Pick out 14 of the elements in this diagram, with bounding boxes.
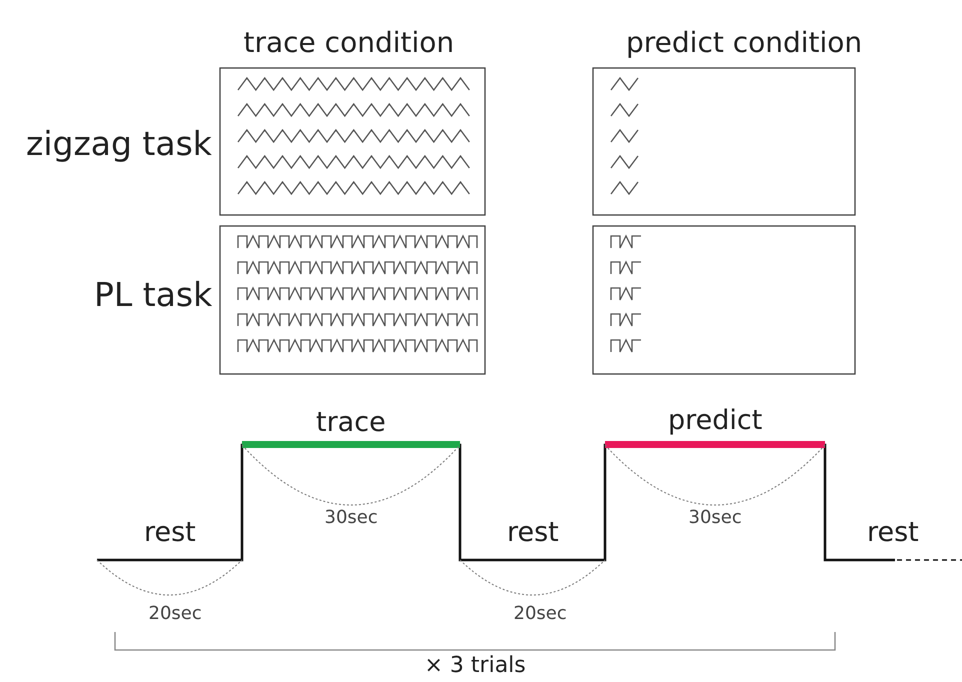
phase-label: predict bbox=[668, 406, 762, 436]
phase-label: rest bbox=[144, 518, 196, 548]
duration-label: 30sec bbox=[324, 508, 378, 528]
phase-label: trace bbox=[316, 408, 386, 438]
duration-label: 20sec bbox=[514, 604, 567, 624]
phase-label: rest bbox=[867, 518, 919, 548]
phase-label: rest bbox=[507, 518, 559, 548]
row-header: zigzag task bbox=[26, 126, 212, 162]
repeat-label: × 3 trials bbox=[424, 654, 526, 678]
duration-label: 30sec bbox=[688, 508, 742, 528]
duration-label: 20sec bbox=[148, 604, 202, 624]
column-header: trace condition bbox=[244, 28, 454, 59]
row-header: PL task bbox=[94, 277, 212, 314]
column-header: predict condition bbox=[626, 28, 862, 59]
